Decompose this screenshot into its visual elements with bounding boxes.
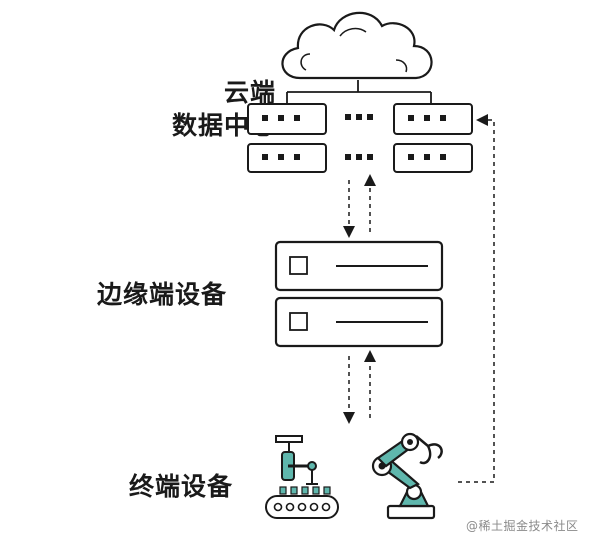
edge-device-label: 边缘端设备 [97, 280, 228, 309]
cloud-label-line1: 云端 [224, 78, 277, 107]
conveyor-robot-icon [265, 435, 339, 519]
robot-arm-icon [371, 432, 443, 520]
server-indicator-lights [262, 115, 446, 160]
edge-terminal-arrows [343, 350, 376, 424]
cloud-icon [281, 11, 433, 80]
terminal-device-label: 终端设备 [129, 472, 234, 501]
watermark: @稀土掘金技术社区 [466, 519, 579, 533]
cloud-connections [286, 80, 432, 104]
ellipsis-icon [345, 114, 373, 160]
edge-server-icon [274, 240, 444, 348]
terminal-cloud-arrow [458, 114, 495, 483]
server-rack-icon [247, 103, 473, 173]
cloud-edge-arrows [343, 174, 376, 238]
